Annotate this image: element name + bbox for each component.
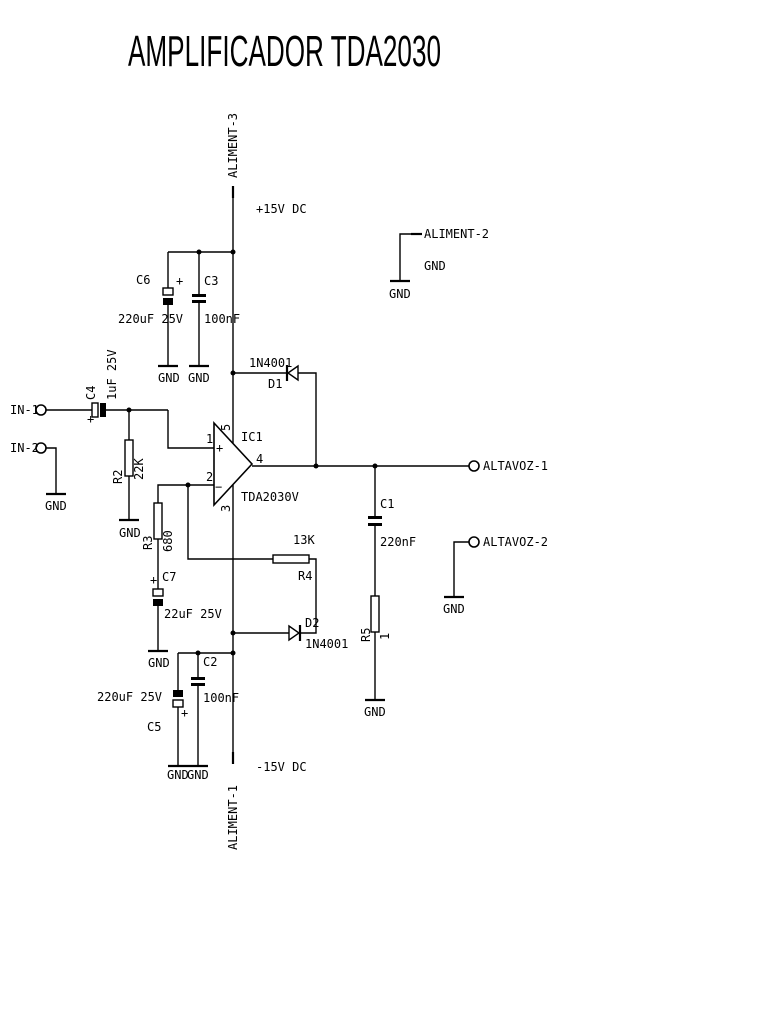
c3-value: 100nF xyxy=(204,312,240,326)
diagram-title: AMPLIFICADOR TDA2030 xyxy=(128,27,441,76)
r2-value: 22K xyxy=(132,458,146,480)
capacitor-c3: C3 100nF GND xyxy=(188,252,240,385)
d2-value: 1N4001 xyxy=(305,637,348,651)
r4-value: 13K xyxy=(293,533,315,547)
c6-value: 220uF 25V xyxy=(118,312,183,326)
pin-3: 3 xyxy=(219,505,233,512)
pin-2: 2 xyxy=(206,470,213,484)
minus-15v-label: -15V DC xyxy=(256,760,307,774)
aliment-1-label: ALIMENT-1 xyxy=(226,785,240,850)
ic-ref: IC1 xyxy=(241,430,263,444)
c7-value: 22uF 25V xyxy=(164,607,222,621)
ic-part: TDA2030V xyxy=(241,490,299,504)
gnd-label: GND xyxy=(167,768,189,782)
d2-ref: D2 xyxy=(305,616,319,630)
r5-value: 1 xyxy=(378,633,392,640)
capacitor-c7: + C7 22uF 25V GND xyxy=(148,570,222,670)
aliment-2-connector: ALIMENT-2 GND GND xyxy=(389,227,489,301)
c4-value: 1uF 25V xyxy=(105,349,119,400)
c7-ref: C7 xyxy=(162,570,176,584)
gnd-label: GND xyxy=(389,287,411,301)
diode-d1: 1N4001 D1 xyxy=(230,356,317,466)
capacitor-c1: C1 220nF xyxy=(368,466,416,596)
resistor-r4: 13K R4 xyxy=(272,533,317,620)
junction-node xyxy=(230,650,236,656)
d1-ref: D1 xyxy=(268,377,282,391)
junction-node xyxy=(230,249,236,255)
pin-4: 4 xyxy=(256,452,263,466)
c2-ref: C2 xyxy=(203,655,217,669)
gnd-label: GND xyxy=(45,499,67,513)
wire-feedback xyxy=(187,485,273,560)
gnd-label: GND xyxy=(443,602,465,616)
positive-supply: ALIMENT-3 +15V DC xyxy=(226,113,307,422)
resistor-r3: R3 680 xyxy=(141,502,175,589)
gnd-label: GND xyxy=(119,526,141,540)
c6-ref: C6 xyxy=(136,273,150,287)
c5-value: 220uF 25V xyxy=(97,690,162,704)
resistor-r2: R2 22K GND xyxy=(111,410,146,540)
capacitor-c4: + C4 1uF 25V xyxy=(84,349,168,426)
altavoz-2-label: ALTAVOZ-2 xyxy=(483,535,548,549)
gnd-label: GND xyxy=(364,705,386,719)
aliment-2-gnd-label: GND xyxy=(424,259,446,273)
ic-minus: − xyxy=(215,480,222,494)
c1-ref: C1 xyxy=(380,497,394,511)
gnd-label: GND xyxy=(187,768,209,782)
c1-value: 220nF xyxy=(380,535,416,549)
c7-polarity: + xyxy=(150,573,157,587)
capacitor-c5: + 220uF 25V C5 GND xyxy=(97,653,189,782)
r3-ref: R3 xyxy=(141,536,155,550)
d1-value: 1N4001 xyxy=(249,356,292,370)
negative-supply: ALIMENT-1 -15V DC xyxy=(226,490,307,850)
c5-ref: C5 xyxy=(147,720,161,734)
in1-label: IN-1 xyxy=(10,403,39,417)
c3-ref: C3 xyxy=(204,274,218,288)
input-in1: IN-1 xyxy=(10,403,92,417)
c4-polarity: + xyxy=(87,412,94,426)
diode-d2: D2 1N4001 xyxy=(230,616,348,651)
c5-polarity: + xyxy=(181,706,188,720)
gnd-label: GND xyxy=(188,371,210,385)
in2-label: IN-2 xyxy=(10,441,39,455)
capacitor-c6: + C6 220uF 25V GND xyxy=(118,252,183,385)
ic1-tda2030: + − 1 2 3 4 5 IC1 TDA2030V xyxy=(206,420,316,512)
wire-r3-top xyxy=(157,484,188,503)
capacitor-c2: C2 100nF GND xyxy=(187,653,239,782)
pin-5: 5 xyxy=(219,424,233,431)
output-altavoz-1: ALTAVOZ-1 xyxy=(468,459,548,473)
altavoz-1-label: ALTAVOZ-1 xyxy=(483,459,548,473)
r4-ref: R4 xyxy=(298,569,312,583)
c4-ref: C4 xyxy=(84,386,98,400)
input-in2: IN-2 GND xyxy=(10,441,67,513)
resistor-r5: R5 1 GND xyxy=(359,595,392,719)
ic-plus: + xyxy=(216,441,223,455)
output-altavoz-2: ALTAVOZ-2 GND xyxy=(443,535,548,616)
r3-value: 680 xyxy=(161,530,175,552)
pin-1: 1 xyxy=(206,432,213,446)
gnd-label: GND xyxy=(148,656,170,670)
r5-ref: R5 xyxy=(359,628,373,642)
c2-value: 100nF xyxy=(203,691,239,705)
aliment-2-label: ALIMENT-2 xyxy=(424,227,489,241)
wire-pin1 xyxy=(167,410,214,449)
gnd-label: GND xyxy=(158,371,180,385)
aliment-3-label: ALIMENT-3 xyxy=(226,113,240,178)
plus-15v-label: +15V DC xyxy=(256,202,307,216)
c6-polarity: + xyxy=(176,274,183,288)
r2-ref: R2 xyxy=(111,470,125,484)
